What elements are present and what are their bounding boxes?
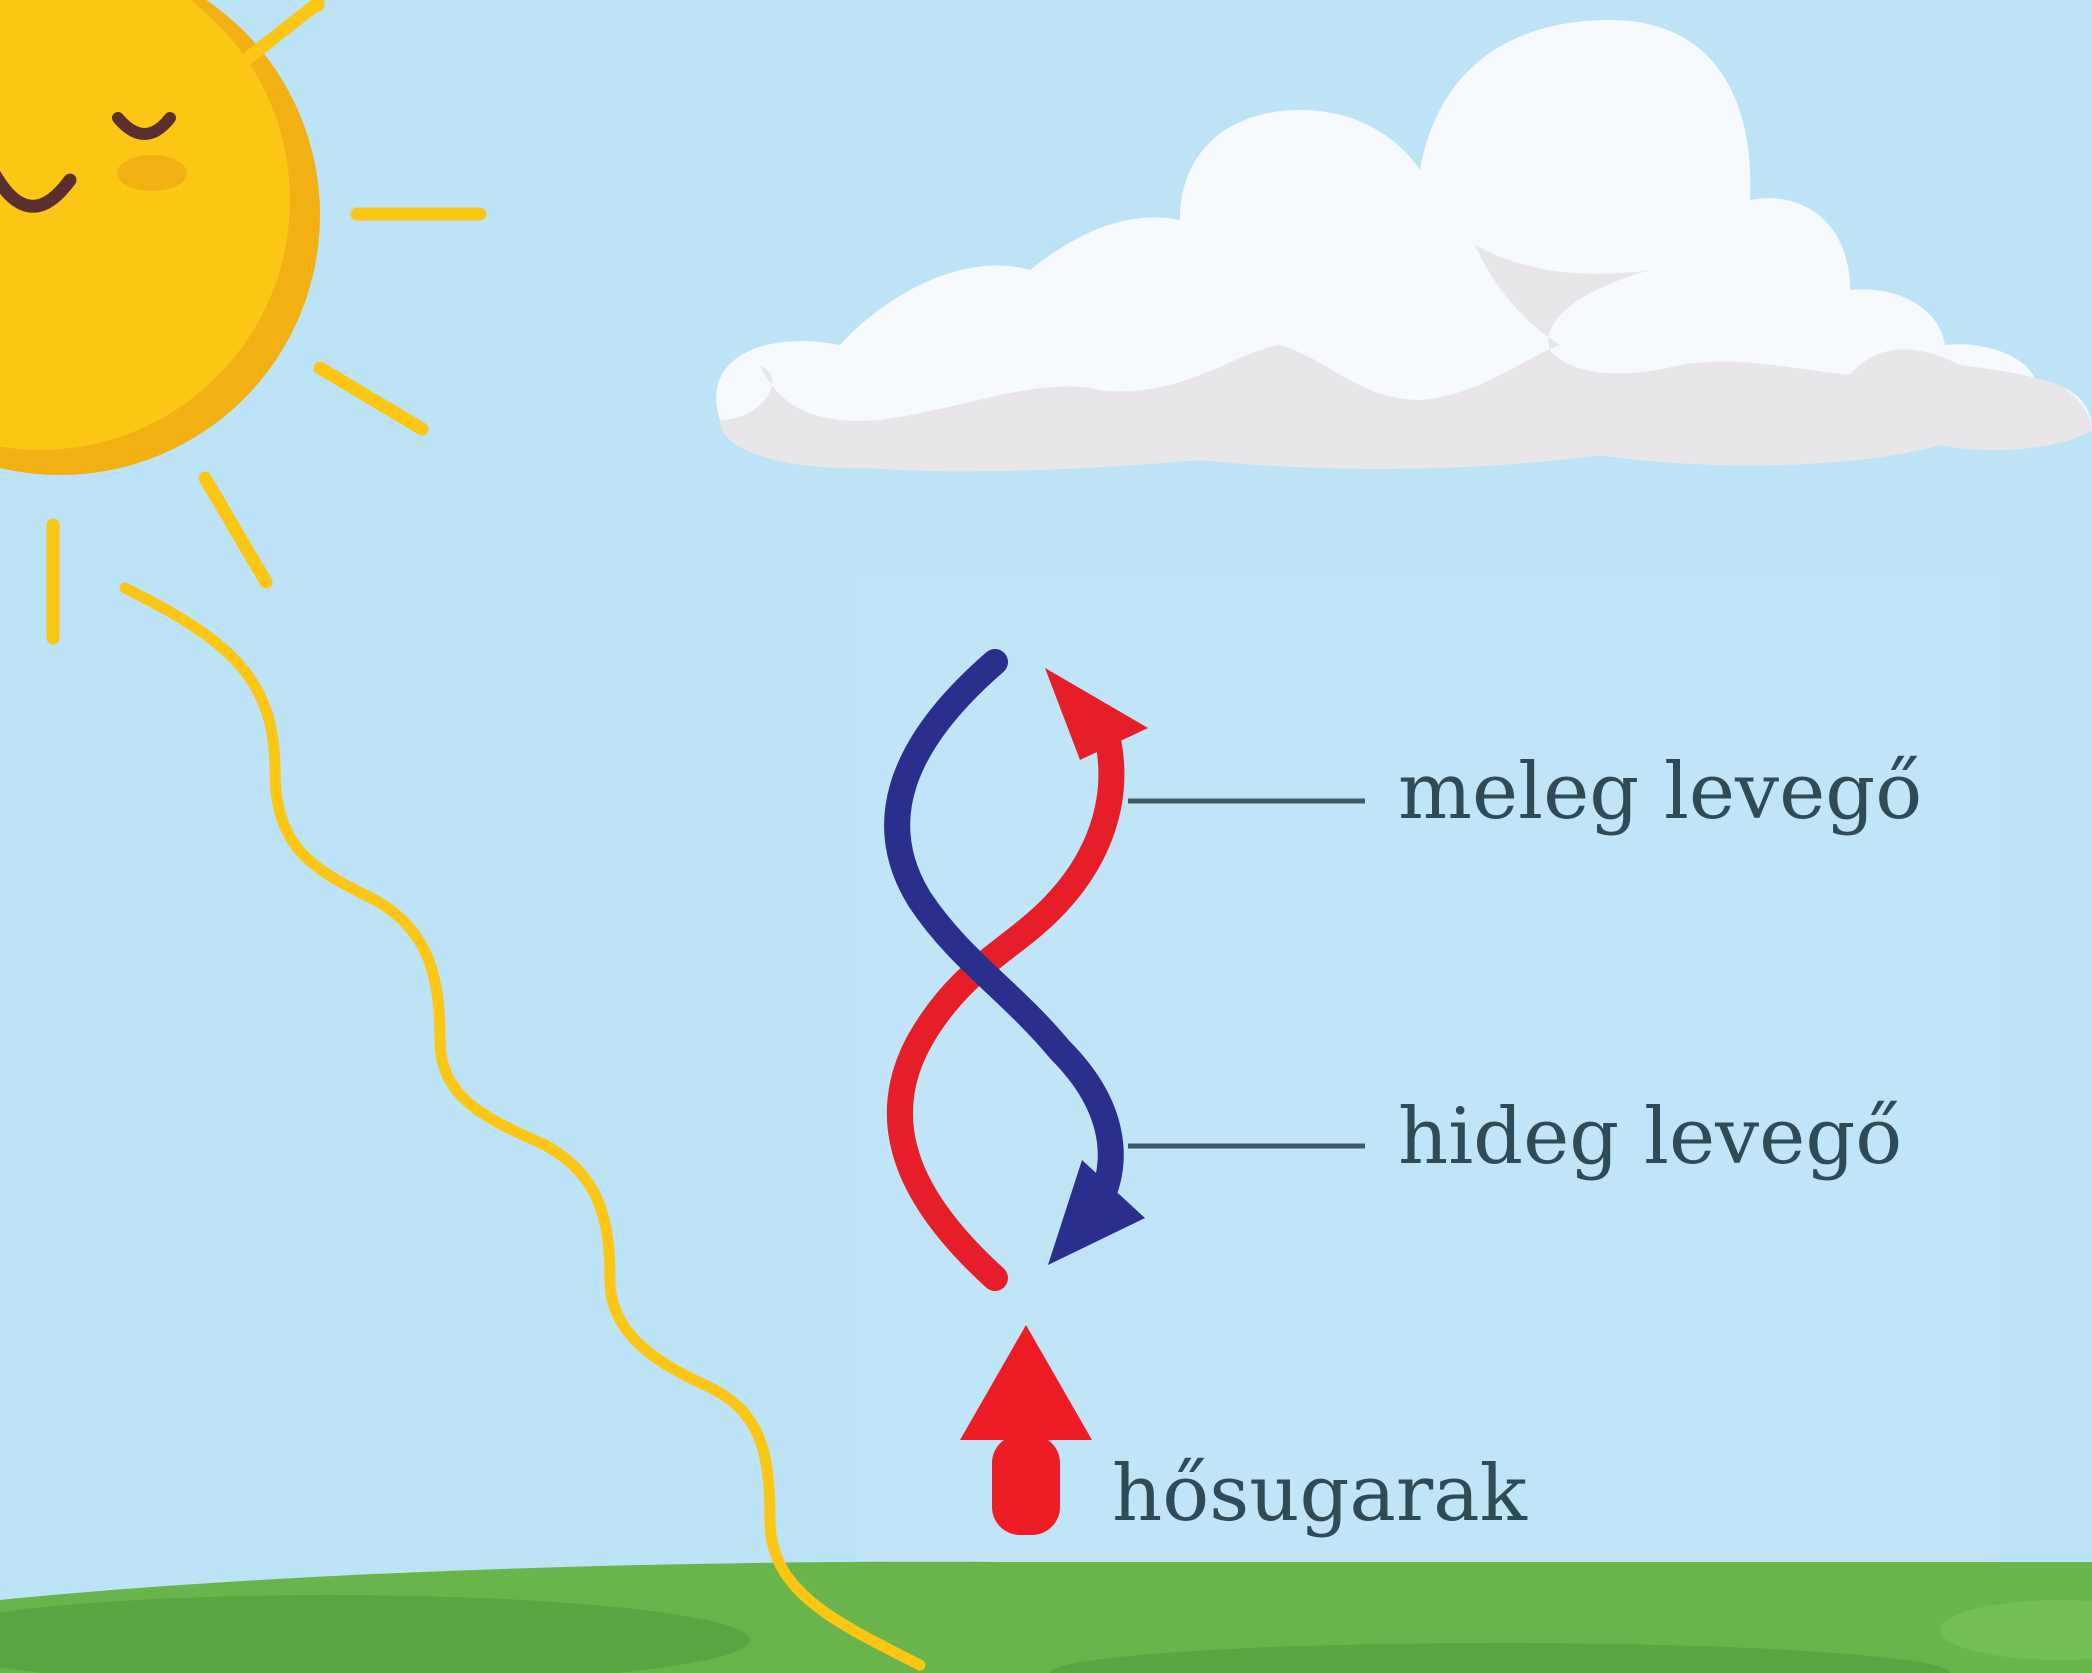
grass-ground xyxy=(0,1561,2092,1673)
warm-air-arrowhead xyxy=(1045,668,1148,760)
cold-air-arrowhead xyxy=(1048,1160,1145,1265)
sun-icon xyxy=(0,0,487,645)
warm-air-arrow xyxy=(886,727,1125,1291)
heat-rays-arrow-icon xyxy=(960,1325,1092,1535)
cold-air-arrow xyxy=(884,649,1124,1223)
cold-air-label: hideg levegő xyxy=(1398,1092,1902,1182)
convection-diagram: meleg levegő hideg levegő hősugarak xyxy=(884,649,1922,1539)
heat-wave-line xyxy=(119,582,926,1671)
cloud-icon xyxy=(716,20,2092,472)
warm-air-label: meleg levegő xyxy=(1398,747,1922,837)
heat-rays-label: hősugarak xyxy=(1112,1449,1528,1539)
sun-rays xyxy=(46,0,487,645)
